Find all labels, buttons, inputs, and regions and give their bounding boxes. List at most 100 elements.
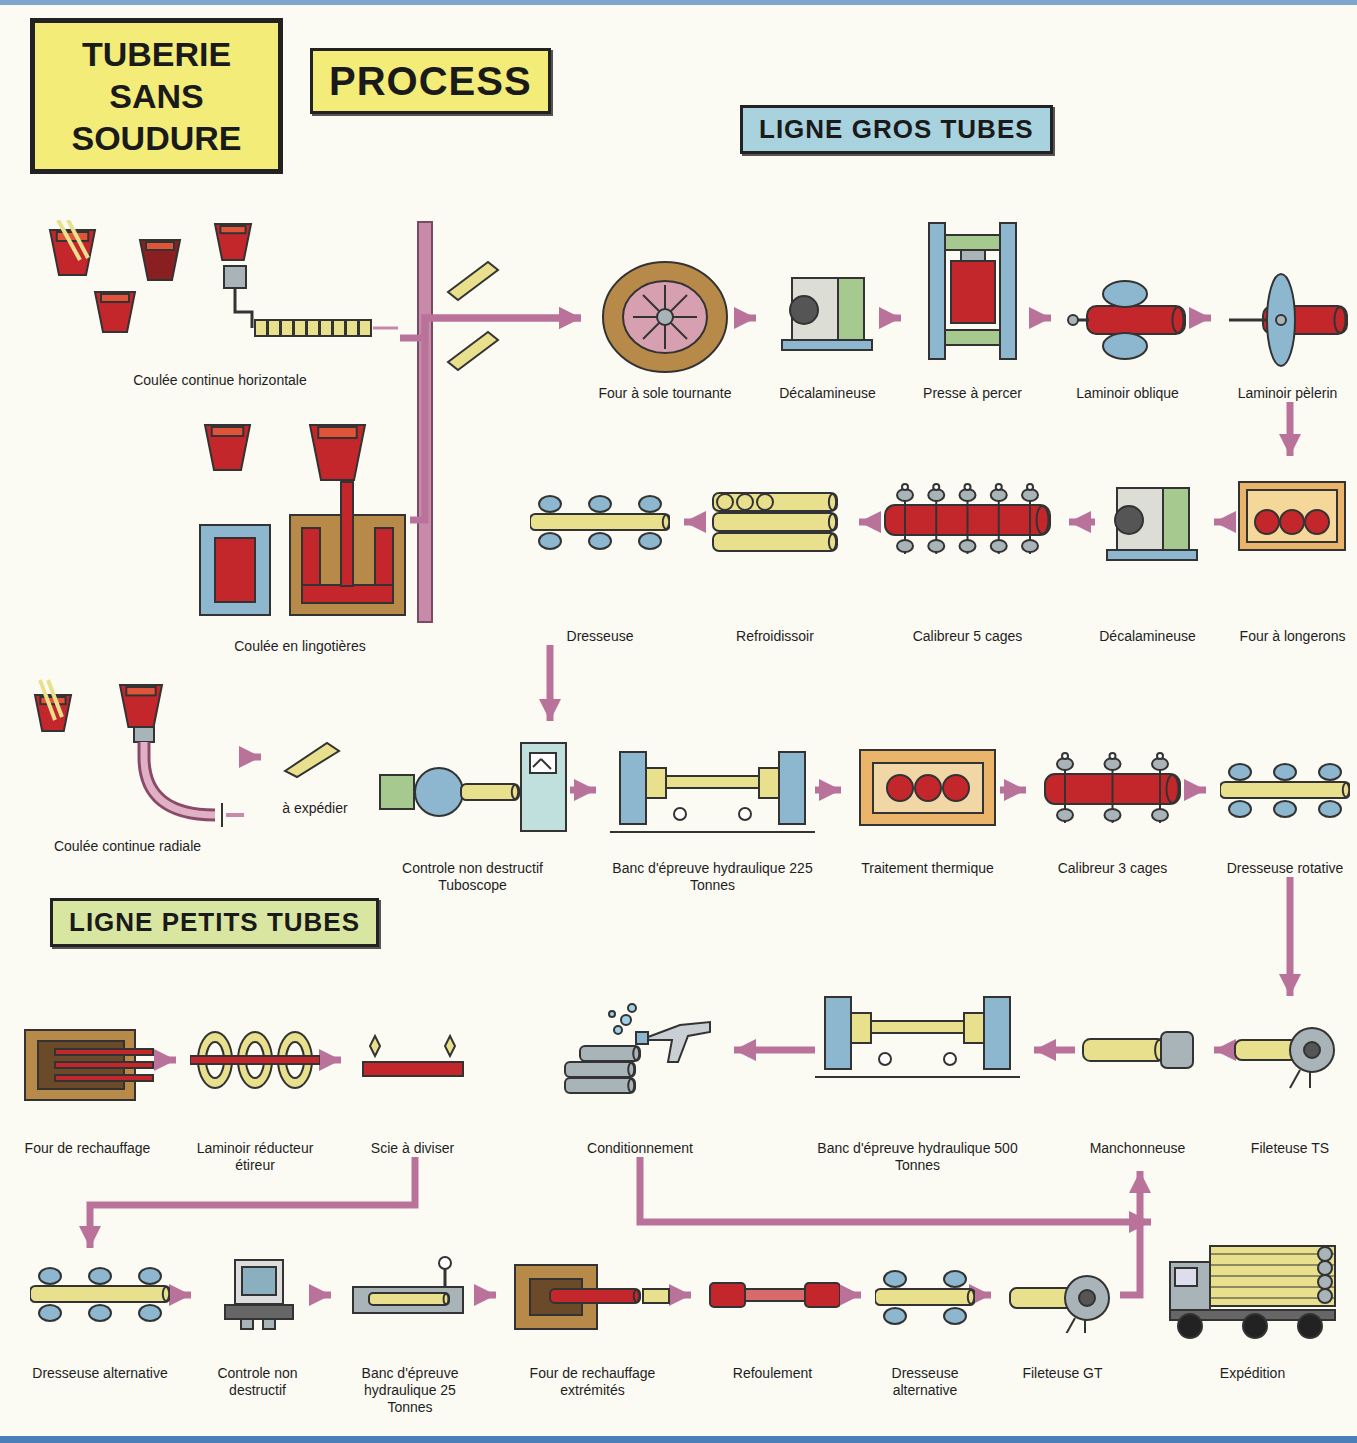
equipment-illustration	[530, 490, 670, 555]
tube	[666, 776, 759, 788]
flow-arrow	[1214, 1047, 1230, 1054]
process-step: Banc d'épreuve hydraulique 225 Tonnes	[610, 740, 815, 894]
chuck	[1065, 1276, 1109, 1320]
roller	[1319, 764, 1341, 780]
spray-mist	[614, 1026, 622, 1034]
roll	[1103, 281, 1147, 307]
roller	[1229, 764, 1251, 780]
process-step: Fileteuse TS	[1230, 1010, 1350, 1157]
equipment-illustration	[190, 1020, 320, 1100]
step-label: Décalamineuse	[1095, 628, 1200, 645]
process-step: Coulée continue radiale	[10, 675, 245, 855]
flow-arrow	[1034, 1047, 1075, 1054]
tube-end	[663, 515, 669, 529]
equipment-illustration	[1165, 1210, 1340, 1350]
flow-arrow	[475, 1292, 496, 1299]
roller	[89, 1305, 111, 1321]
process-step: Four à sole tournante	[595, 255, 735, 402]
hot-tube	[55, 1075, 153, 1081]
roller	[884, 1308, 906, 1324]
process-step: Dresseuse alternative	[30, 1262, 170, 1382]
flow-arrow	[975, 1292, 991, 1299]
bench-head	[825, 997, 851, 1069]
furnace-shell	[603, 262, 727, 372]
spray-mist	[621, 1015, 631, 1025]
tube-end	[1305, 510, 1329, 534]
step-label: Refroidissoir	[705, 628, 845, 645]
step-label: Banc d'épreuve hydraulique 25 Tonnes	[345, 1365, 475, 1416]
roller	[944, 1308, 966, 1324]
rod	[40, 680, 55, 720]
step-label: Dresseuse alternative	[30, 1365, 170, 1382]
strand-segment	[359, 320, 371, 336]
upset-end	[805, 1283, 840, 1307]
tube-end	[1255, 510, 1279, 534]
step-label: Expédition	[1165, 1365, 1340, 1382]
strand-segment	[281, 320, 293, 336]
equipment-illustration	[595, 255, 735, 380]
machine-part	[965, 484, 971, 490]
strand-segment	[294, 320, 306, 336]
step-label: Coulée continue radiale	[10, 838, 245, 855]
furnace-hearth	[623, 281, 707, 353]
flow-arrow	[1030, 315, 1051, 322]
furnace	[1239, 482, 1345, 550]
floor	[610, 831, 815, 833]
process-step: à expédier	[275, 737, 355, 817]
piercing-ram	[961, 250, 985, 261]
section-label: LIGNE GROS TUBES	[759, 114, 1034, 145]
strand-segment	[255, 320, 267, 336]
roller	[589, 496, 611, 512]
tube-end	[887, 775, 913, 801]
flow-arrow	[859, 519, 880, 526]
hot-tube	[190, 1056, 320, 1064]
equipment-illustration	[1065, 270, 1190, 370]
tube-load	[1210, 1246, 1335, 1306]
top-border	[0, 0, 1357, 5]
tube	[363, 1062, 463, 1076]
strand-out	[373, 327, 398, 330]
billet	[285, 743, 339, 777]
saw-mark	[445, 1036, 455, 1056]
tube-end	[737, 494, 753, 510]
clamp	[759, 768, 779, 798]
process-step: Dresseuse alternative	[875, 1265, 975, 1399]
flow-arrow	[410, 318, 581, 520]
section-box: PROCESS	[310, 48, 551, 114]
molten-steel	[57, 232, 89, 241]
step-label: Scie à diviser	[355, 1140, 470, 1157]
step-label: Fileteuse TS	[1230, 1140, 1350, 1157]
tube-end	[633, 1047, 639, 1060]
flow-arrow	[1069, 519, 1095, 526]
wheel	[739, 808, 751, 820]
flow-arrow	[245, 754, 261, 761]
truck-cab	[1170, 1262, 1210, 1314]
stand	[1290, 1070, 1300, 1088]
tube-end	[634, 1290, 640, 1302]
flow-arrow	[1190, 315, 1211, 322]
equipment-illustration	[560, 1000, 720, 1100]
step-label: Four de rechauffage extrémités	[510, 1365, 675, 1399]
furnace	[860, 750, 995, 825]
flow-arrow	[1000, 787, 1026, 794]
tube	[369, 1293, 449, 1305]
tube	[643, 1289, 669, 1303]
hot-billet	[951, 261, 995, 323]
step-label: Dresseuse rotative	[1220, 860, 1350, 877]
stream	[341, 482, 353, 586]
roll	[991, 540, 1007, 552]
tube-end	[1172, 307, 1183, 333]
chuck-center	[1079, 1290, 1095, 1306]
tube-end	[1037, 506, 1049, 534]
tube-end	[628, 1063, 634, 1076]
tube	[1083, 1039, 1165, 1061]
tube	[875, 1289, 975, 1305]
flow-arrow	[1287, 877, 1294, 996]
molten-steel	[318, 427, 357, 438]
roller	[944, 1271, 966, 1287]
process-step: Presse à percer	[915, 215, 1030, 402]
step-label: Laminoir réducteur étireur	[190, 1140, 320, 1174]
section-label: PROCESS	[329, 57, 532, 105]
flow-arrow	[547, 645, 554, 721]
